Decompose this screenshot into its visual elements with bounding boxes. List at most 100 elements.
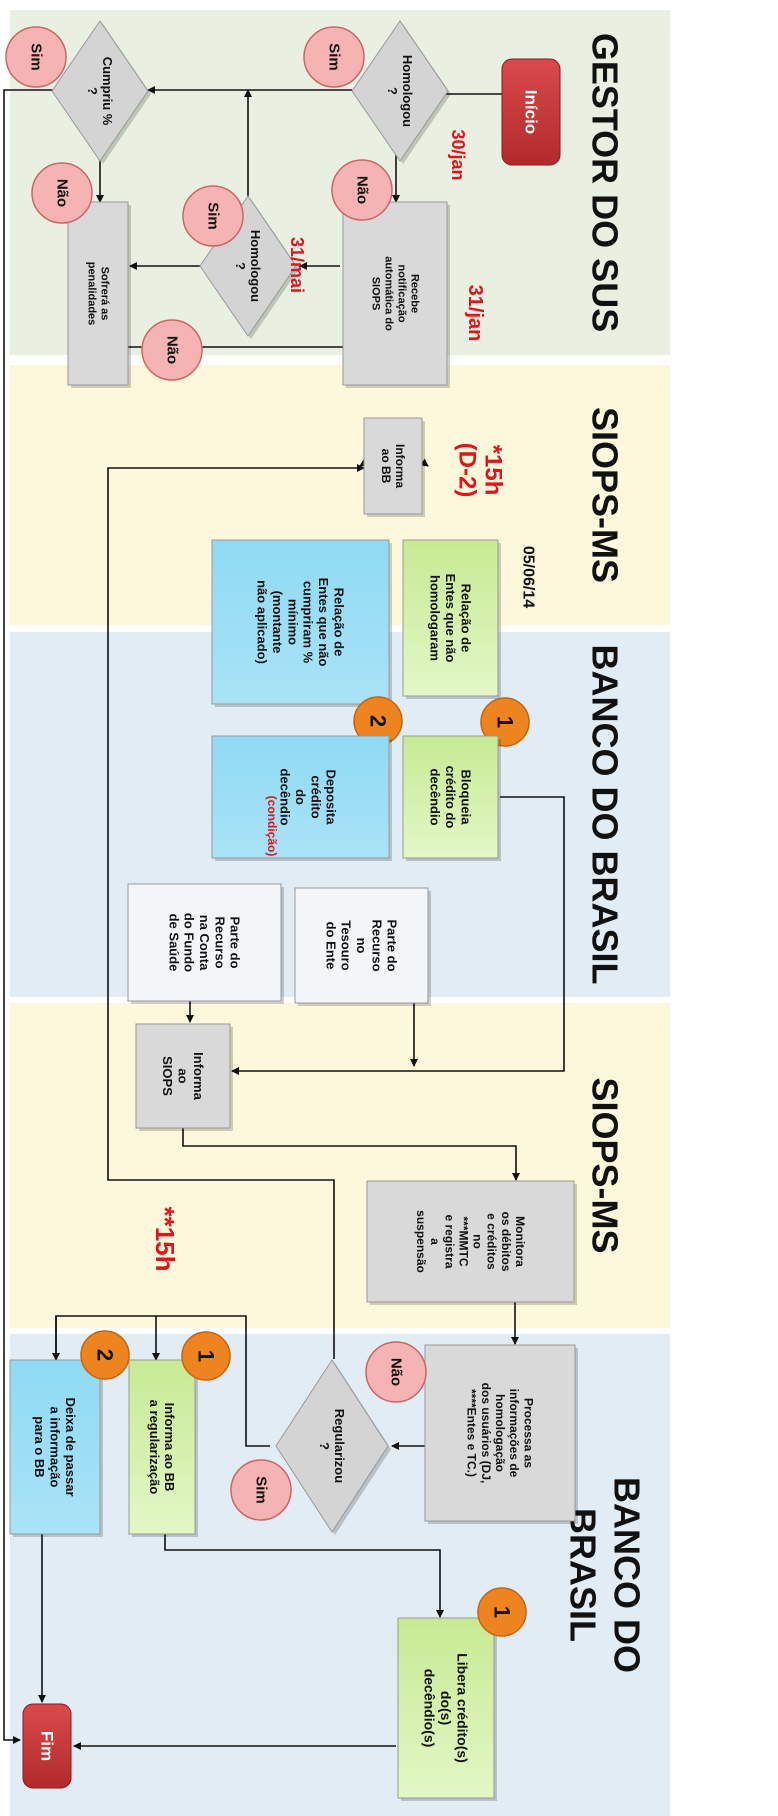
diamond-body	[51, 20, 149, 162]
text-line: Parte do	[385, 919, 400, 971]
box-label: Libera crédito(s)do(s)decêndio(s)	[421, 1653, 470, 1763]
text-line: Deixa de passar	[63, 1397, 78, 1496]
answer-circle	[182, 185, 244, 247]
text-line: 2	[366, 715, 391, 727]
text-line: (D-2)	[453, 443, 480, 498]
box-body	[402, 539, 499, 697]
answer-circle	[230, 1459, 292, 1521]
text-line: 05/06/14	[520, 546, 537, 608]
box-body	[342, 201, 448, 386]
text-line: ao BB	[379, 449, 393, 484]
box-body	[67, 201, 129, 386]
box-informa-regularizacao: Informa ao BBa regularização	[128, 1359, 198, 1537]
deposita-condicao-label: (condição)	[265, 796, 279, 857]
connector-informasiops-monitora	[182, 1128, 520, 1181]
text-line: Cumpriu %	[100, 57, 115, 126]
text-line: Parte do	[228, 916, 243, 968]
text-line: ?	[233, 262, 248, 270]
text-line: cumpriram %	[301, 581, 316, 664]
box-body	[424, 1344, 576, 1522]
text-line: a	[428, 1238, 442, 1245]
text-line: a informação	[48, 1407, 63, 1488]
text-line: Recebe	[408, 274, 420, 313]
number-label: 1	[194, 1350, 219, 1362]
diamond-label: Regularizou?	[317, 1409, 347, 1483]
text-line: BANCO DO BRASIL	[585, 645, 626, 985]
number-circle	[181, 1331, 231, 1381]
text-line: 1	[493, 716, 518, 728]
text-line: do(s)	[438, 1691, 454, 1725]
text-line: Não	[388, 1358, 405, 1386]
text-line: BANCO DO	[607, 1477, 648, 1673]
text-line: ****Entes e TC.)	[465, 1389, 479, 1477]
text-line: ***MMTC	[456, 1217, 470, 1267]
deadline-30-jan: 30/jan	[448, 129, 468, 180]
text-line: Sofrerá as	[98, 267, 110, 321]
answer-sim-homologou2: Sim	[182, 185, 244, 247]
text-line: suspensão	[414, 1210, 428, 1273]
text-line: SIOPS-MS	[585, 407, 626, 583]
text-line: e registra	[442, 1214, 456, 1268]
lane-title: GESTOR DO SUS	[585, 33, 626, 332]
answer-circle	[141, 319, 203, 381]
text-line: 1	[194, 1350, 219, 1362]
diamond-label: Homologou?	[233, 230, 263, 302]
decision-homologou-1: Homologou?	[351, 20, 451, 164]
text-line: automática do	[383, 256, 395, 331]
text-line: ?	[85, 87, 100, 95]
text-line: a regularização	[147, 1400, 162, 1495]
answer-sim-regularizou: Sim	[230, 1459, 292, 1521]
box-body	[128, 1359, 196, 1535]
text-line: e créditos	[485, 1213, 499, 1270]
text-line: no	[354, 938, 369, 954]
decision-cumpriu: Cumpriu %?	[51, 20, 151, 164]
terminal-label: Fim	[38, 1731, 57, 1761]
text-line: Entes que não	[443, 574, 458, 663]
text-line: Recurso	[212, 916, 227, 968]
text-line: Bloqueia	[458, 770, 473, 826]
text-line: Não	[164, 336, 181, 364]
answer-sim-homologou1: Sim	[303, 26, 365, 88]
decision-homologou-2: Homologou?	[199, 195, 299, 339]
deadline-31-jan: 31/jan	[464, 285, 486, 342]
text-line: Homologou	[248, 230, 263, 302]
date-label: 05/06/14	[520, 546, 537, 608]
text-line: *15h	[480, 445, 507, 496]
number-label: 2	[366, 715, 391, 727]
text-line: notificação	[395, 264, 407, 322]
text-line: Processa as	[521, 1398, 535, 1468]
answer-circle	[365, 1341, 427, 1403]
text-line: decêndio(s)	[421, 1669, 437, 1748]
text-line: SIOPS	[370, 277, 382, 311]
text-line: os débitos	[499, 1211, 513, 1271]
text-line: Regularizou	[332, 1409, 347, 1483]
box-label: Informa ao BBa regularização	[147, 1400, 177, 1495]
answer-label: Não	[164, 336, 181, 364]
box-body	[294, 887, 429, 1004]
text-line: Relação de	[458, 584, 473, 653]
answer-label: Não	[54, 179, 71, 207]
text-line: BRASIL	[563, 1508, 604, 1642]
number-label: 1	[490, 1606, 515, 1618]
text-line: na Conta	[197, 915, 212, 971]
text-line: dos usuários (DJ,	[479, 1383, 493, 1484]
lane-title: SIOPS-MS	[585, 1077, 626, 1253]
text-line: Informa ao BB	[162, 1403, 177, 1492]
answer-label: Sim	[326, 43, 343, 71]
text-line: ?	[385, 87, 400, 95]
text-line: do Fundo	[182, 913, 197, 972]
text-line: para o BB	[32, 1416, 47, 1477]
box-body	[402, 735, 499, 859]
text-line: Não	[54, 179, 71, 207]
text-line: Recurso	[369, 919, 384, 971]
box-body	[397, 1617, 495, 1799]
